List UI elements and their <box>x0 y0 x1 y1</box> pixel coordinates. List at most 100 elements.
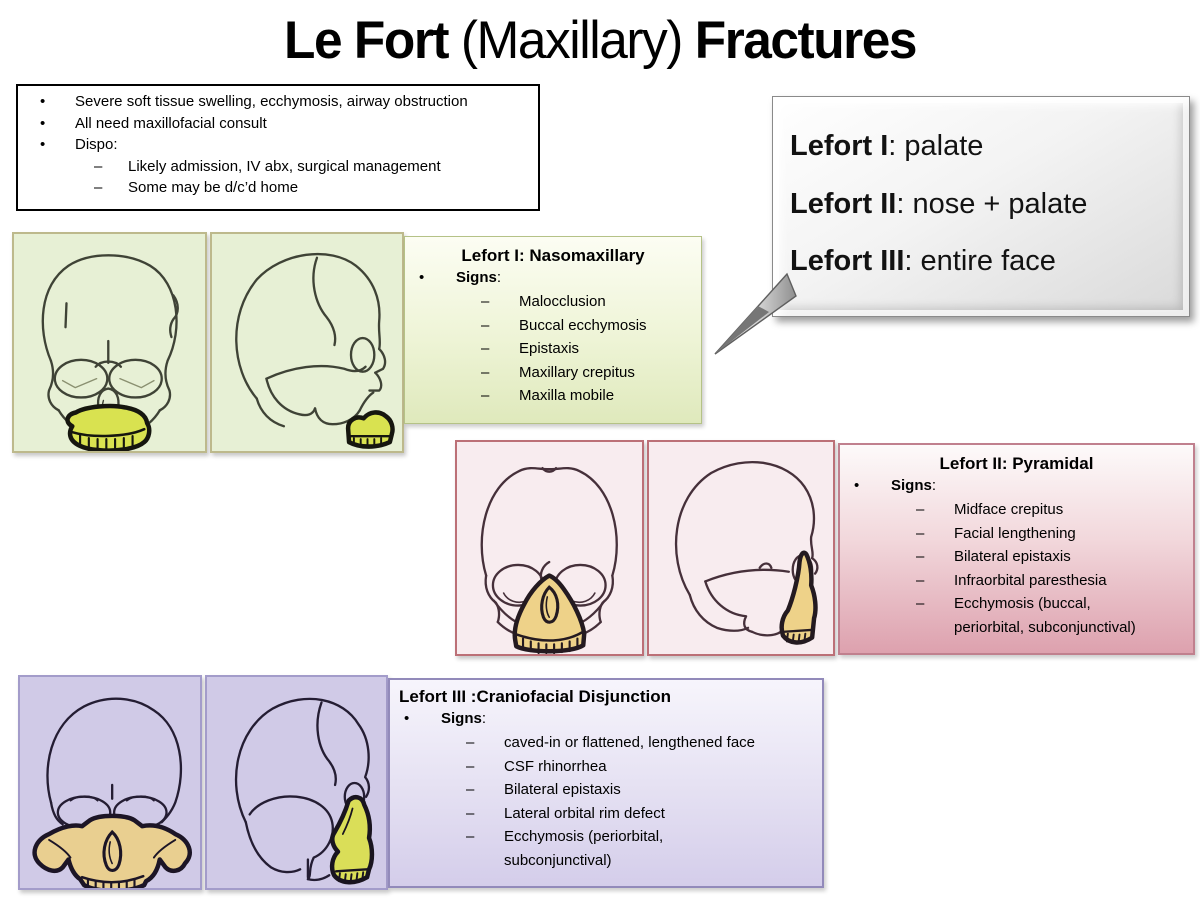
highlighted-pyramid-side <box>778 550 818 645</box>
bullet-marker: • <box>40 114 46 132</box>
sign-item: – Maxilla mobile <box>405 384 701 408</box>
dash-marker: – <box>481 293 490 310</box>
sign-item: – Lateral orbital rim defect <box>390 802 822 826</box>
callout-label: Lefort II <box>790 187 897 220</box>
lefort2-section-title: Lefort II: Pyramidal <box>939 454 1094 473</box>
overview-subitem-text: Likely admission, IV abx, surgical manag… <box>128 157 441 175</box>
title-bold-lead: Le Fort <box>284 11 449 70</box>
lefort3-front-skull-figure <box>18 675 202 890</box>
sign-text: Bilateral epistaxis <box>954 548 1071 565</box>
callout-text: : entire face <box>904 245 1056 277</box>
dash-marker: – <box>916 548 925 565</box>
lefort3-section-title: Lefort III :Craniofacial Disjunction <box>399 687 672 706</box>
dash-marker: – <box>466 734 475 751</box>
lefort1-side-skull-figure <box>209 232 404 453</box>
sign-item: – Bilateral epistaxis <box>390 778 822 802</box>
dash-marker: – <box>466 804 475 822</box>
overview-subitem-text: Some may be d/c’d home <box>128 179 299 196</box>
bullet-marker: • <box>40 136 46 153</box>
sign-item: – Malocclusion <box>405 290 701 314</box>
lefort2-front-skull-figure <box>455 440 644 656</box>
sign-text: Maxilla mobile <box>519 387 615 404</box>
sign-text: Ecchymosis (periorbital, subconjunctival… <box>504 828 664 869</box>
dash-marker: – <box>916 571 925 589</box>
highlighted-pyramid-front <box>512 573 587 654</box>
dash-marker: – <box>481 316 490 334</box>
signs-label-bold: Signs <box>456 269 497 286</box>
lefort3-side-skull-figure <box>204 675 388 890</box>
sign-item: –caved-in or flattened, lengthened face <box>390 731 822 755</box>
lefort3-front-skull-drawing <box>32 697 192 888</box>
highlighted-midface-front <box>32 813 192 888</box>
sign-item: –CSF rhinorrhea <box>390 755 822 779</box>
lefort1-front-skull-drawing <box>41 254 179 451</box>
sign-text: Infraorbital paresthesia <box>954 571 1107 589</box>
callout-text: : nose + palate <box>896 187 1088 220</box>
lefort1-section-title: Lefort I: Nasomaxillary <box>461 246 645 265</box>
bullet-marker: • <box>419 269 425 286</box>
signs-heading: • Signs: <box>390 707 822 731</box>
overview-subitem: – Some may be d/c’d home <box>18 177 538 199</box>
overview-item: • Dispo: <box>18 134 538 156</box>
sign-text: Malocclusion <box>519 293 606 310</box>
sign-item: – Ecchymosis (periorbital, subconjunctiva… <box>390 825 822 872</box>
dash-marker: – <box>94 157 103 175</box>
overview-subitem: – Likely admission, IV abx, surgical man… <box>18 156 538 178</box>
bullet-marker: • <box>40 93 46 110</box>
dash-marker: – <box>481 387 490 404</box>
lefort1-skull-panel <box>12 232 404 453</box>
callout-text: : palate <box>888 130 984 162</box>
sign-text: Facial lengthening <box>954 524 1076 542</box>
callout-label: Lefort I <box>790 130 889 162</box>
sign-text: Maxillary crepitus <box>519 363 635 381</box>
dash-marker: – <box>481 340 490 357</box>
signs-label: Signs: <box>456 266 501 290</box>
lefort1-side-skull-drawing <box>234 252 395 449</box>
callout-bubble: Lefort I: palate Lefort II: nose + palat… <box>772 96 1190 317</box>
callout-label: Lefort III <box>790 245 905 277</box>
bullet-marker: • <box>854 477 860 494</box>
lefort1-front-skull-figure <box>12 232 207 453</box>
lefort3-info-box: Lefort III :Craniofacial Disjunction • S… <box>388 678 824 888</box>
dash-marker: – <box>466 781 475 798</box>
dash-marker: – <box>916 524 925 542</box>
page-title: Le Fort (Maxillary) Fractures <box>18 10 1182 71</box>
callout-line-lefort1: Lefort I: palate <box>773 118 1189 176</box>
overview-item-text: All need maxillofacial consult <box>75 114 267 132</box>
sign-text: Midface crepitus <box>954 501 1064 518</box>
lefort2-info-box: Lefort II: Pyramidal • Signs: – Midface c… <box>838 443 1195 655</box>
sign-item: –Buccal ecchymosis <box>405 314 701 338</box>
overview-item-text: Dispo: <box>75 136 118 153</box>
title-regular-mid: (Maxillary) <box>448 11 695 70</box>
dash-marker: – <box>916 595 925 612</box>
sign-item: – Facial lengthening <box>840 522 1193 546</box>
signs-label: Signs: <box>441 707 486 731</box>
lefort3-side-skull-drawing <box>234 697 374 885</box>
overview-item: • All need maxillofacial consult <box>18 113 538 135</box>
sign-text: Epistaxis <box>519 340 580 357</box>
sign-item: –Ecchymosis (buccal, periorbital, subcon… <box>840 592 1193 639</box>
dash-marker: – <box>466 828 475 845</box>
signs-label: Signs: <box>891 474 936 498</box>
dash-marker: – <box>466 757 475 775</box>
lefort2-side-skull-drawing <box>674 460 819 645</box>
dash-marker: – <box>916 501 925 518</box>
callout-line-lefort3: Lefort III: entire face <box>773 233 1189 291</box>
signs-colon: : <box>931 477 937 494</box>
signs-heading: • Signs: <box>405 266 701 290</box>
bullet-marker: • <box>404 710 410 727</box>
lefort2-front-skull-drawing <box>480 466 618 654</box>
lefort1-info-box: Lefort I: Nasomaxillary • Signs: – Malocc… <box>404 236 702 424</box>
sign-item: – Epistaxis <box>405 337 701 361</box>
dash-marker: – <box>481 363 490 381</box>
lefort2-skull-panel <box>455 440 835 656</box>
signs-label-bold: Signs <box>891 477 932 494</box>
sign-text: Bilateral epistaxis <box>504 781 621 798</box>
sign-item: – Midface crepitus <box>840 498 1193 522</box>
overview-item: • Severe soft tissue swelling, ecchymosi… <box>18 91 538 113</box>
signs-label-bold: Signs <box>441 710 482 727</box>
lefort2-side-skull-figure <box>646 440 835 656</box>
sign-item: – Bilateral epistaxis <box>840 545 1193 569</box>
sign-text: Lateral orbital rim defect <box>504 804 665 822</box>
